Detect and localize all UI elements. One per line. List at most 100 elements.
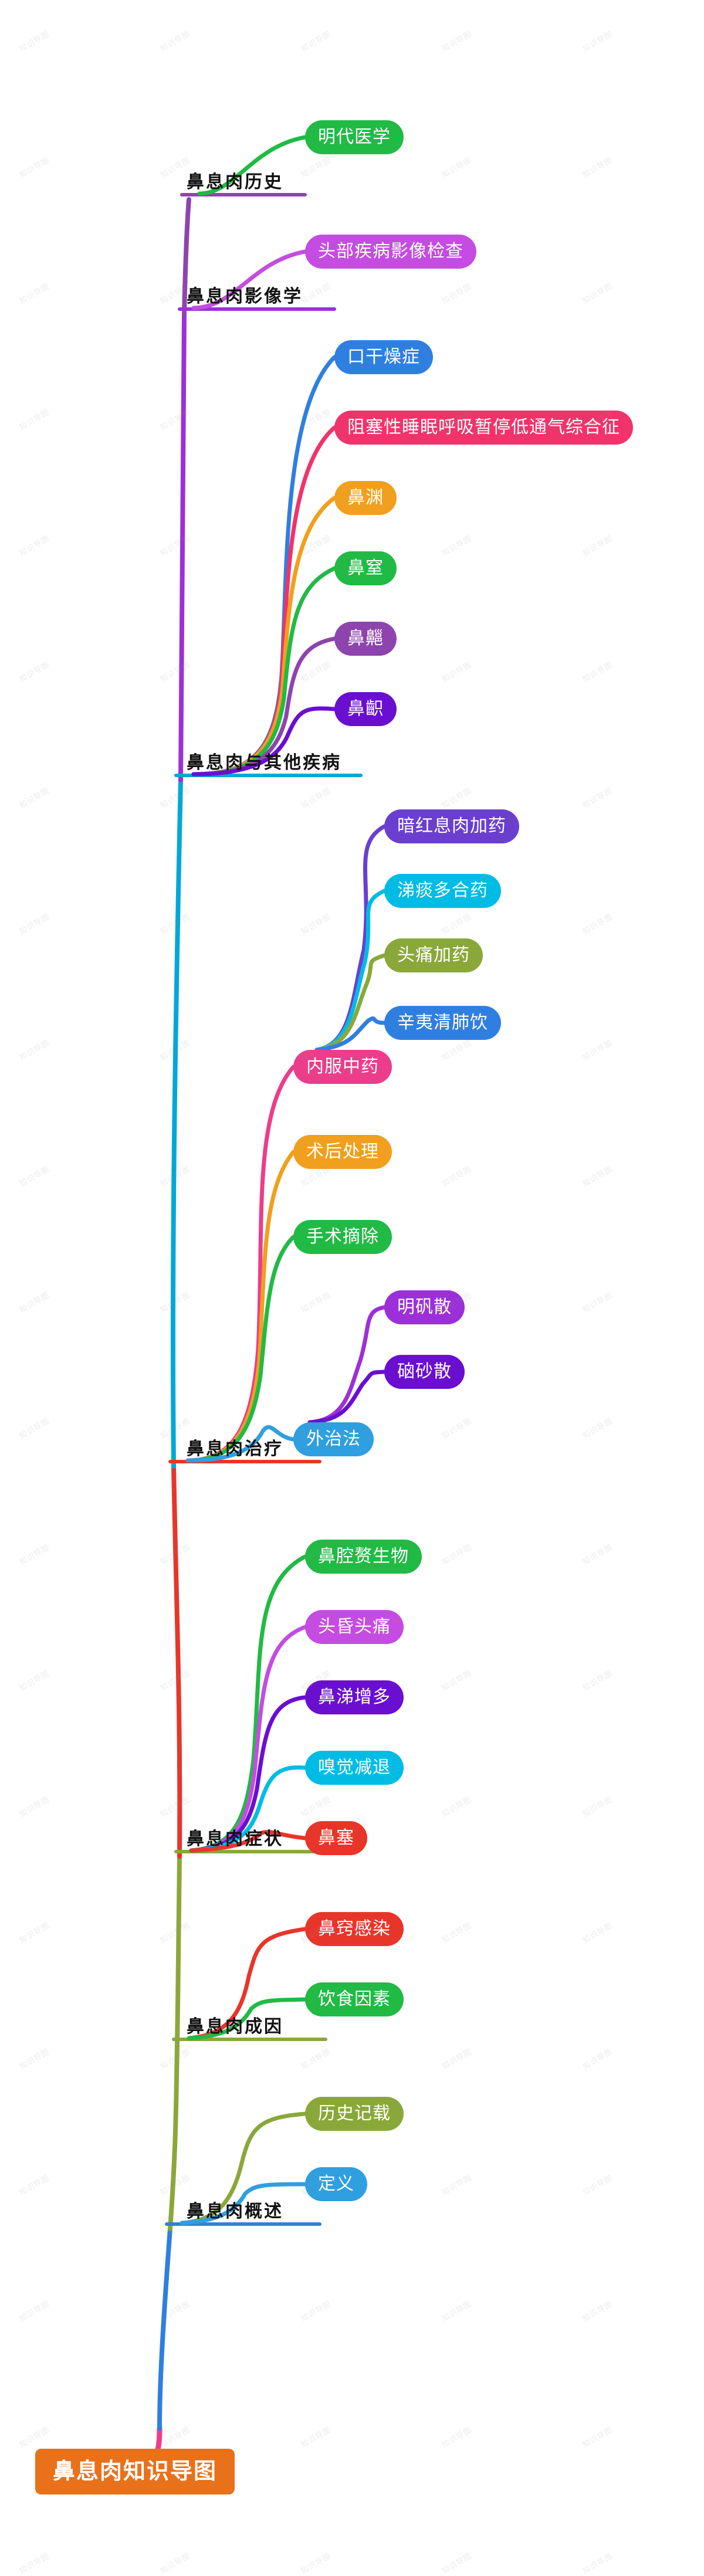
leaf-node[interactable]: 明代医学 bbox=[305, 120, 404, 154]
watermark-text: 知识导图 bbox=[581, 281, 614, 306]
watermark-text: 知识导图 bbox=[581, 2172, 614, 2197]
watermark-text: 知识导图 bbox=[440, 1038, 473, 1062]
leaf-node[interactable]: 辛夷清肺饮 bbox=[384, 1006, 501, 1040]
branch-label-causes[interactable]: 鼻息肉成因 bbox=[187, 2018, 283, 2039]
watermark-text: 知识导图 bbox=[158, 1416, 192, 1440]
watermark-text: 知识导图 bbox=[581, 785, 614, 810]
watermark-text: 知识导图 bbox=[581, 2425, 614, 2449]
watermark-text: 知识导图 bbox=[581, 1038, 614, 1062]
branch-label-text: 鼻息肉与其他疾病 bbox=[187, 753, 341, 772]
watermark-text: 知识导图 bbox=[440, 2299, 473, 2323]
leaf-label: 定义 bbox=[318, 2174, 354, 2194]
watermark-text: 知识导图 bbox=[299, 911, 333, 936]
leaf-node[interactable]: 手术摘除 bbox=[293, 1220, 392, 1254]
watermark-text: 知识导图 bbox=[18, 1038, 51, 1062]
branch-label-text: 鼻息肉治疗 bbox=[187, 1439, 283, 1459]
branch-label-symptoms[interactable]: 鼻息肉症状 bbox=[187, 1831, 283, 1852]
leaf-label: 鼻齆 bbox=[347, 629, 384, 648]
leaf-node[interactable]: 嗅觉减退 bbox=[305, 1751, 404, 1785]
leaf-node[interactable]: 鼻窍感染 bbox=[305, 1912, 404, 1946]
leaf-node[interactable]: 鼻塞 bbox=[305, 1821, 367, 1855]
mindmap-root-node[interactable]: 鼻息肉知识导图 bbox=[35, 2449, 235, 2494]
branch-label-overview[interactable]: 鼻息肉概述 bbox=[187, 2203, 283, 2224]
watermark-text: 知识导图 bbox=[299, 2425, 333, 2449]
leaf-node[interactable]: 饮食因素 bbox=[305, 1982, 404, 2016]
watermark-text: 知识导图 bbox=[158, 2425, 192, 2449]
watermark-text: 知识导图 bbox=[18, 533, 51, 558]
branch-label-text: 鼻息肉影像学 bbox=[187, 287, 303, 306]
leaf-node[interactable]: 鼻齞 bbox=[334, 692, 397, 726]
leaf-label: 头部疾病影像检查 bbox=[318, 242, 463, 261]
watermark-text: 知识导图 bbox=[440, 2172, 473, 2197]
leaf-label: 鼻塞 bbox=[318, 1828, 354, 1848]
leaf-label: 术后处理 bbox=[306, 1142, 379, 1161]
leaf-label: 鼻渊 bbox=[347, 488, 384, 507]
watermark-text: 知识导图 bbox=[158, 1668, 192, 1693]
leaf-node[interactable]: 暗红息肉加药 bbox=[384, 809, 519, 843]
watermark-text: 知识导图 bbox=[299, 2299, 333, 2323]
watermark-text: 知识导图 bbox=[158, 1038, 192, 1062]
branch-label-treatment[interactable]: 鼻息肉治疗 bbox=[187, 1440, 283, 1462]
leaf-node[interactable]: 定义 bbox=[305, 2167, 367, 2201]
watermark-text: 知识导图 bbox=[18, 2425, 51, 2449]
leaf-node[interactable]: 历史记载 bbox=[305, 2097, 404, 2131]
watermark-text: 知识导图 bbox=[581, 1416, 614, 1440]
watermark-text: 知识导图 bbox=[581, 659, 614, 684]
watermark-text: 知识导图 bbox=[581, 2551, 614, 2575]
leaf-label: 头痛加药 bbox=[397, 945, 470, 965]
leaf-node[interactable]: 外治法 bbox=[293, 1422, 374, 1456]
watermark-text: 知识导图 bbox=[440, 2425, 473, 2449]
leaf-label: 明代医学 bbox=[318, 127, 391, 147]
watermark-text: 知识导图 bbox=[440, 155, 473, 179]
watermark-text: 知识导图 bbox=[299, 29, 333, 53]
watermark-text: 知识导图 bbox=[18, 2299, 51, 2323]
watermark-text: 知识导图 bbox=[440, 29, 473, 53]
watermark-text: 知识导图 bbox=[299, 659, 333, 684]
watermark-text: 知识导图 bbox=[18, 1290, 51, 1314]
leaf-node[interactable]: 口干燥症 bbox=[334, 340, 433, 374]
watermark-text: 知识导图 bbox=[440, 1542, 473, 1567]
leaf-node[interactable]: 鼻窒 bbox=[334, 551, 397, 585]
leaf-node[interactable]: 硇砂散 bbox=[384, 1355, 465, 1389]
watermark-text: 知识导图 bbox=[440, 785, 473, 810]
watermark-text: 知识导图 bbox=[299, 1290, 333, 1314]
leaf-node[interactable]: 明矾散 bbox=[384, 1290, 465, 1324]
watermark-text: 知识导图 bbox=[18, 1542, 51, 1567]
watermark-text: 知识导图 bbox=[18, 785, 51, 810]
branch-label-imaging[interactable]: 鼻息肉影像学 bbox=[187, 288, 303, 309]
leaf-label: 鼻腔赘生物 bbox=[318, 1547, 409, 1566]
watermark-text: 知识导图 bbox=[440, 659, 473, 684]
branch-label-text: 鼻息肉症状 bbox=[187, 1829, 283, 1849]
leaf-label: 鼻涕增多 bbox=[318, 1687, 391, 1707]
leaf-node[interactable]: 头痛加药 bbox=[384, 938, 483, 972]
leaf-node[interactable]: 涕痰多合药 bbox=[384, 874, 501, 908]
leaf-node[interactable]: 鼻涕增多 bbox=[305, 1680, 404, 1714]
branch-label-other-diseases[interactable]: 鼻息肉与其他疾病 bbox=[187, 754, 341, 775]
leaf-label: 口干燥症 bbox=[347, 347, 420, 367]
leaf-label: 历史记载 bbox=[318, 2104, 391, 2123]
leaf-node[interactable]: 阻塞性睡眠呼吸暂停低通气综合征 bbox=[334, 411, 633, 445]
leaf-node[interactable]: 术后处理 bbox=[293, 1135, 392, 1169]
leaf-node[interactable]: 头昏头痛 bbox=[305, 1610, 404, 1644]
branch-label-text: 鼻息肉成因 bbox=[187, 2017, 283, 2036]
watermark-text: 知识导图 bbox=[158, 1290, 192, 1314]
watermark-text: 知识导图 bbox=[581, 1794, 614, 1819]
watermark-text: 知识导图 bbox=[158, 1794, 192, 1819]
watermark-text: 知识导图 bbox=[158, 1542, 192, 1567]
watermark-text: 知识导图 bbox=[18, 1794, 51, 1819]
watermark-text: 知识导图 bbox=[440, 1164, 473, 1188]
watermark-text: 知识导图 bbox=[158, 2046, 192, 2071]
watermark-text: 知识导图 bbox=[299, 1794, 333, 1819]
leaf-label: 鼻齞 bbox=[347, 699, 384, 718]
watermark-text: 知识导图 bbox=[158, 533, 192, 558]
leaf-node[interactable]: 鼻渊 bbox=[334, 481, 397, 515]
watermark-text: 知识导图 bbox=[18, 2551, 51, 2575]
branch-label-history[interactable]: 鼻息肉历史 bbox=[187, 174, 283, 195]
leaf-node[interactable]: 鼻腔赘生物 bbox=[305, 1540, 422, 1574]
leaf-node[interactable]: 头部疾病影像检查 bbox=[305, 235, 476, 269]
leaf-node[interactable]: 鼻齆 bbox=[334, 622, 397, 656]
watermark-text: 知识导图 bbox=[158, 407, 192, 432]
watermark-text: 知识导图 bbox=[581, 1920, 614, 1945]
leaf-node[interactable]: 内服中药 bbox=[293, 1050, 392, 1084]
